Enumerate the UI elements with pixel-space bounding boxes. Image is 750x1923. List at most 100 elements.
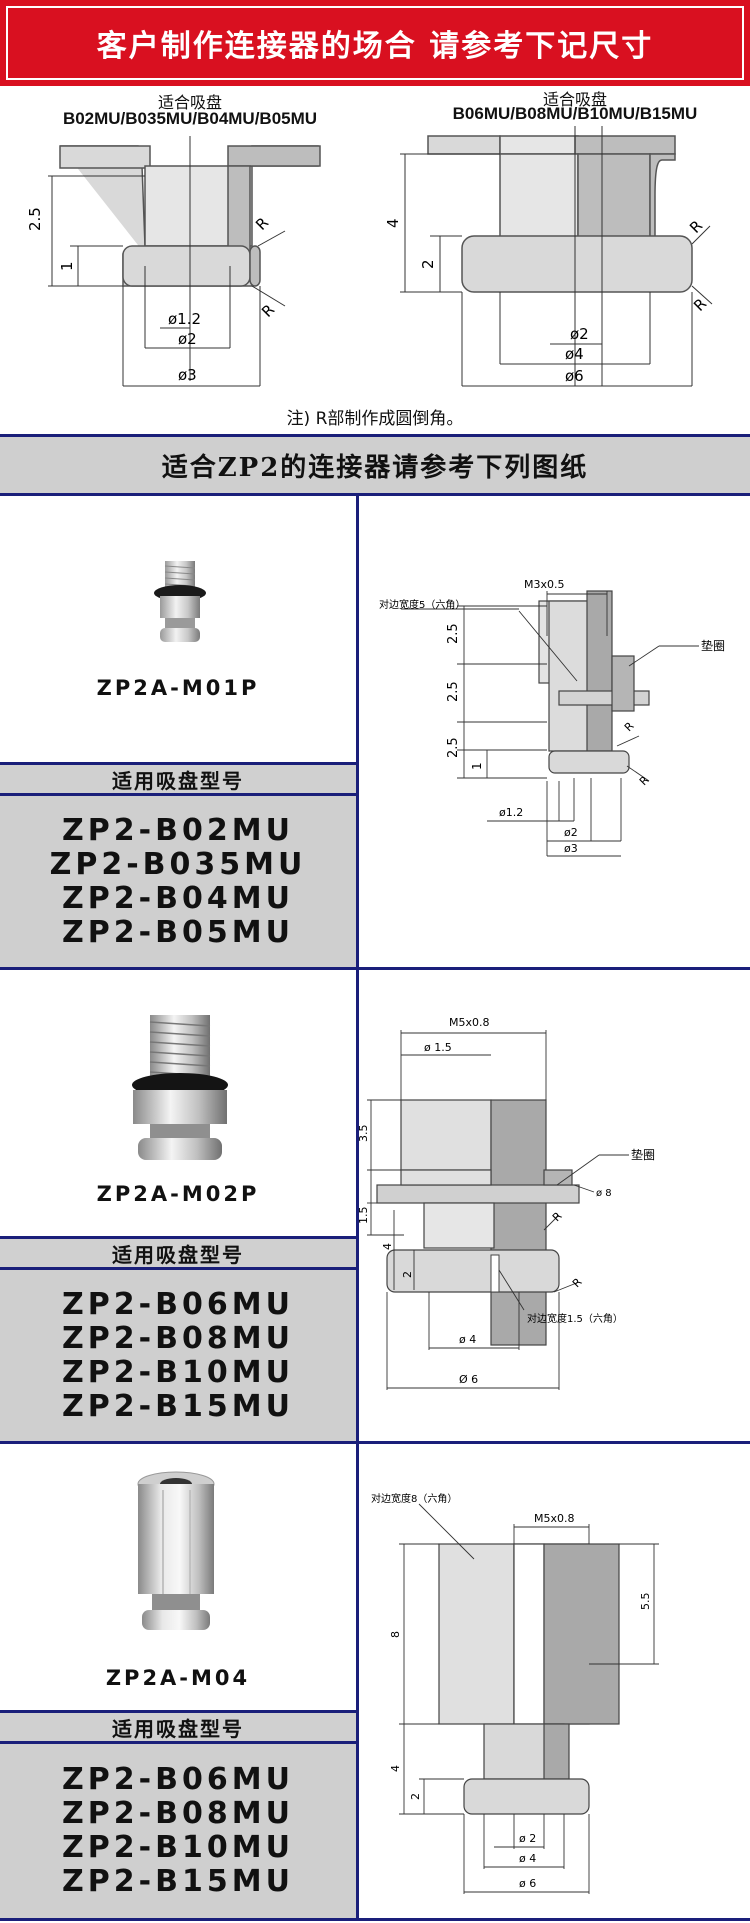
left-radius-top: R	[252, 214, 272, 234]
dim-hex: 对边宽度1.5（六角）	[527, 1312, 623, 1325]
right-fit-label: 适合吸盘	[542, 90, 607, 109]
right-dia-3: ø6	[565, 367, 584, 385]
dim-thread: M5x0.8	[449, 1016, 490, 1029]
dim-r-bottom: R	[570, 1275, 585, 1290]
top-banner: 客户制作连接器的场合 请参考下记尺寸	[0, 0, 750, 86]
technical-drawing-m04: 对边宽度8（六角） M5x0.8 5.5 8 4 2 ø 2 ø 4 ø 6	[359, 1444, 750, 1918]
product-row-m04: ZP2A-M04 适用吸盘型号 ZP2-B06MU ZP2-B08MU ZP2-…	[0, 1444, 750, 1921]
product-name: ZP2A-M02P	[96, 1182, 260, 1206]
right-height-low: 2	[419, 259, 437, 269]
dim-h-right: 5.5	[639, 1593, 652, 1611]
dim-r-bottom: R	[637, 773, 652, 788]
models-band-label: 适用吸盘型号	[112, 1716, 244, 1741]
row-divider	[356, 970, 359, 1441]
dim-h1: 8	[389, 1631, 402, 1638]
technical-drawing-m02p: M5x0.8 ø 1.5 垫圈 ø 8 3.5 1.5 4 2 对边宽度1.5（…	[357, 970, 750, 1441]
model-item: ZP2-B10MU	[62, 1830, 294, 1865]
model-list: ZP2-B06MU ZP2-B08MU ZP2-B10MU ZP2-B15MU	[0, 1270, 356, 1441]
row-divider	[356, 496, 359, 967]
product-name: ZP2A-M04	[105, 1666, 251, 1690]
models-band-label: 适用吸盘型号	[112, 768, 244, 793]
model-item: ZP2-B04MU	[62, 880, 294, 916]
dim-bore: ø 1.5	[424, 1041, 452, 1054]
model-item: ZP2-B06MU	[62, 1286, 294, 1322]
dim-gasket-dia: ø 8	[596, 1188, 612, 1199]
dim-h3: 2.5	[446, 737, 461, 758]
product-row-m01p: ZP2A-M01P 适用吸盘型号 ZP2-B02MU ZP2-B035MU ZP…	[0, 496, 750, 970]
left-height-total: 2.5	[26, 207, 44, 231]
dim-r-top: R	[622, 719, 637, 734]
model-item: ZP2-B10MU	[62, 1354, 294, 1390]
right-radius-top: R	[686, 217, 706, 237]
models-band-label: 适用吸盘型号	[112, 1242, 244, 1267]
section2-header: 适合ZP2的连接器请参考下列图纸	[0, 434, 750, 496]
right-cup-drawing	[400, 126, 713, 387]
right-dia-1: ø2	[570, 325, 589, 343]
models-band: 适用吸盘型号	[0, 1710, 356, 1744]
dim-h2: 4	[389, 1765, 402, 1772]
model-item: ZP2-B15MU	[62, 1864, 294, 1899]
dimension-drawings: 2.5 1 R R ø1.2 ø2 ø3	[26, 126, 713, 387]
dim-hex: 对边宽度5（六角）	[379, 598, 465, 611]
dim-d1: ø1.2	[499, 806, 523, 819]
dim-h1: 3.5	[359, 1125, 370, 1143]
dim-d2: ø2	[564, 826, 578, 839]
technical-drawing-m01p: M3x0.5 对边宽度5（六角） 垫圈 2.5 2.5 2.5 1 ø1.2 ø…	[359, 496, 750, 967]
dimension-section: 适合吸盘 B02MU/B035MU/B04MU/B05MU 适合吸盘 B06MU…	[0, 86, 750, 434]
dim-h1: 2.5	[446, 623, 461, 644]
left-dia-1: ø1.2	[168, 310, 201, 328]
dim-hex: 对边宽度8（六角）	[371, 1492, 457, 1505]
model-list: ZP2-B02MU ZP2-B035MU ZP2-B04MU ZP2-B05MU	[0, 796, 356, 967]
left-cup-drawing	[48, 136, 321, 387]
row-divider	[356, 1444, 359, 1918]
dim-h4: 1	[470, 762, 484, 770]
dim-h2: 1.5	[359, 1207, 370, 1225]
left-fit-models: B02MU/B035MU/B04MU/B05MU	[62, 109, 318, 128]
dim-h2: 2.5	[446, 681, 461, 702]
right-radius-bottom: R	[690, 295, 710, 315]
dim-d3: ø 6	[519, 1877, 536, 1890]
left-radius-bottom: R	[258, 301, 278, 321]
left-dia-3: ø3	[178, 366, 197, 384]
models-band: 适用吸盘型号	[0, 762, 356, 796]
model-list: ZP2-B06MU ZP2-B08MU ZP2-B10MU ZP2-B15MU	[0, 1744, 356, 1918]
model-item: ZP2-B02MU	[62, 812, 294, 848]
right-dia-2: ø4	[565, 345, 584, 363]
dim-h4: 2	[401, 1271, 414, 1278]
dim-d3: ø3	[564, 842, 578, 855]
dim-d2: ø 4	[519, 1852, 536, 1865]
fitting-m02p-image	[132, 1015, 228, 1160]
dim-gasket: 垫圈	[631, 1147, 655, 1162]
left-fit-label: 适合吸盘	[157, 93, 222, 112]
fitting-m01p-image	[154, 561, 206, 642]
top-banner-frame: 客户制作连接器的场合 请参考下记尺寸	[6, 6, 744, 80]
product-photo-m01p: ZP2A-M01P	[0, 496, 356, 762]
dim-thread: M3x0.5	[524, 578, 565, 591]
product-photo-m04: ZP2A-M04	[0, 1444, 356, 1710]
models-band: 适用吸盘型号	[0, 1236, 356, 1270]
banner-title: 客户制作连接器的场合 请参考下记尺寸	[96, 29, 654, 64]
right-height-total: 4	[384, 218, 402, 228]
model-item: ZP2-B08MU	[62, 1320, 294, 1356]
dim-thread: M5x0.8	[534, 1512, 575, 1525]
left-height-low: 1	[58, 261, 76, 271]
section2-title: 适合ZP2的连接器请参考下列图纸	[161, 452, 589, 483]
product-photo-m02p: ZP2A-M02P	[0, 970, 356, 1236]
model-item: ZP2-B05MU	[62, 914, 294, 950]
product-row-m02p: ZP2A-M02P 适用吸盘型号 ZP2-B06MU ZP2-B08MU ZP2…	[0, 970, 750, 1444]
dim-h3: 2	[409, 1793, 422, 1800]
product-name: ZP2A-M01P	[96, 676, 260, 700]
model-item: ZP2-B15MU	[62, 1388, 294, 1424]
dim-d1: ø 4	[459, 1333, 476, 1346]
left-dia-2: ø2	[178, 330, 197, 348]
model-item: ZP2-B06MU	[62, 1762, 294, 1797]
dim-d1: ø 2	[519, 1832, 536, 1845]
dim-h3: 4	[381, 1243, 394, 1250]
dim-d2: Ø 6	[459, 1373, 478, 1386]
model-item: ZP2-B08MU	[62, 1796, 294, 1831]
right-fit-models: B06MU/B08MU/B10MU/B15MU	[452, 104, 698, 123]
fitting-m04-image	[137, 1471, 215, 1630]
dim-gasket: 垫圈	[701, 638, 725, 653]
model-item: ZP2-B035MU	[49, 846, 307, 882]
chamfer-note: 注) R部制作成圆倒角。	[286, 409, 464, 429]
